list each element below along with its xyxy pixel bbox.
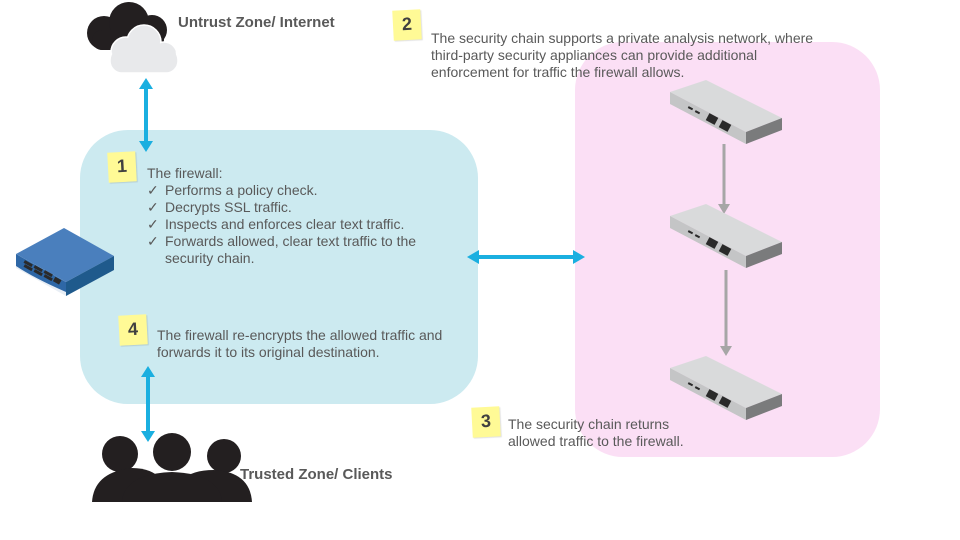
users-icon	[92, 433, 252, 502]
checkmark-icon: ✓	[147, 233, 159, 249]
switch-appliance-icon	[670, 204, 782, 268]
switch-appliance-icon	[670, 356, 782, 420]
cloud-icon	[87, 2, 179, 74]
down-arrow-icon	[720, 270, 732, 356]
step-2-badge: 2	[392, 9, 422, 41]
step-1-item: ✓Decrypts SSL traffic.	[147, 199, 292, 215]
step-1-item: ✓Forwards allowed, clear text traffic to…	[147, 233, 417, 266]
step-4-badge: 4	[118, 314, 148, 346]
bidirectional-arrow-icon	[467, 250, 585, 264]
untrust-zone-label: Untrust Zone/ Internet	[178, 14, 335, 31]
step-1-badge: 1	[107, 151, 137, 183]
checkmark-icon: ✓	[147, 216, 159, 232]
step-1-item: ✓Inspects and enforces clear text traffi…	[147, 216, 405, 232]
step-4-text: The firewall re-encrypts the allowed tra…	[157, 327, 443, 360]
firewall-zone-panel	[80, 130, 478, 404]
switch-appliance-icon	[670, 80, 782, 144]
step-1-intro: The firewall:	[147, 165, 223, 181]
trusted-zone-label: Trusted Zone/ Clients	[240, 466, 393, 483]
bidirectional-arrow-icon	[139, 78, 153, 152]
bidirectional-arrow-icon	[141, 366, 155, 442]
step-1-description: The firewall: ✓Performs a policy check. …	[147, 165, 462, 267]
checkmark-icon: ✓	[147, 182, 159, 198]
step-1-item: ✓Performs a policy check.	[147, 182, 318, 198]
step-2-text: The security chain supports a private an…	[431, 30, 814, 80]
checkmark-icon: ✓	[147, 199, 159, 215]
step-3-badge: 3	[471, 406, 501, 438]
step-3-text: The security chain returns allowed traff…	[508, 416, 684, 449]
firewall-appliance-icon	[16, 228, 114, 296]
down-arrow-icon	[718, 144, 730, 214]
